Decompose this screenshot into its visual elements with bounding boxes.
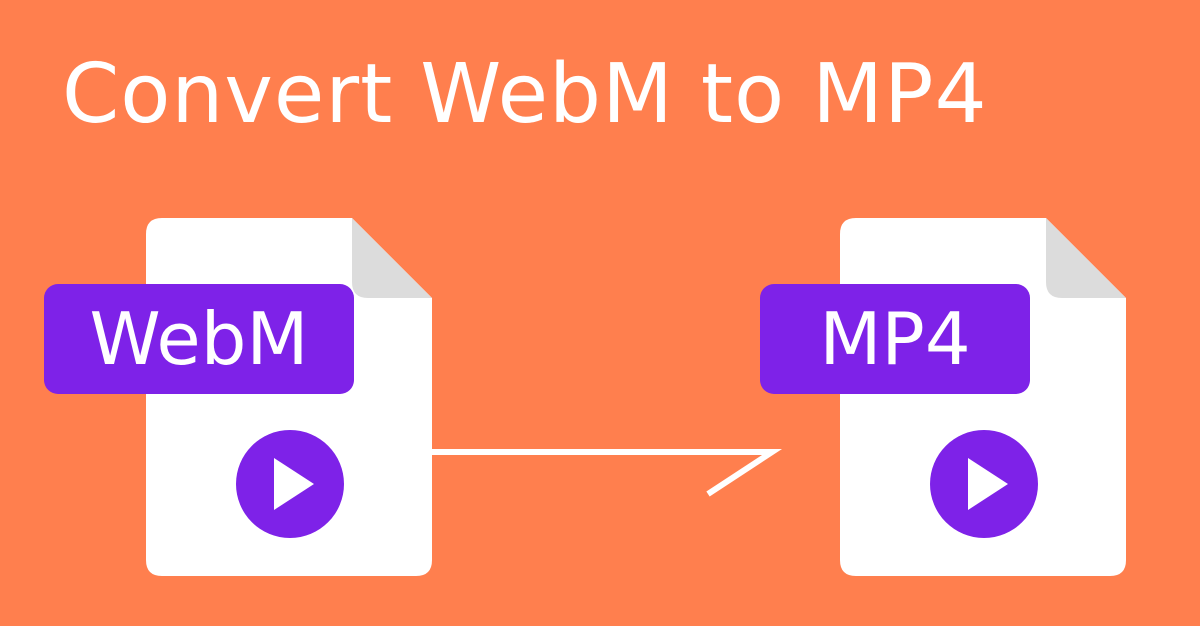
convert-arrow-right-icon [432, 449, 783, 497]
target-play-icon [930, 430, 1038, 538]
headline: Convert WebM to MP4 [62, 47, 988, 142]
target-format-badge: MP4 [760, 284, 1030, 394]
source-format-badge: WebM [44, 284, 354, 394]
source-play-icon [236, 430, 344, 538]
